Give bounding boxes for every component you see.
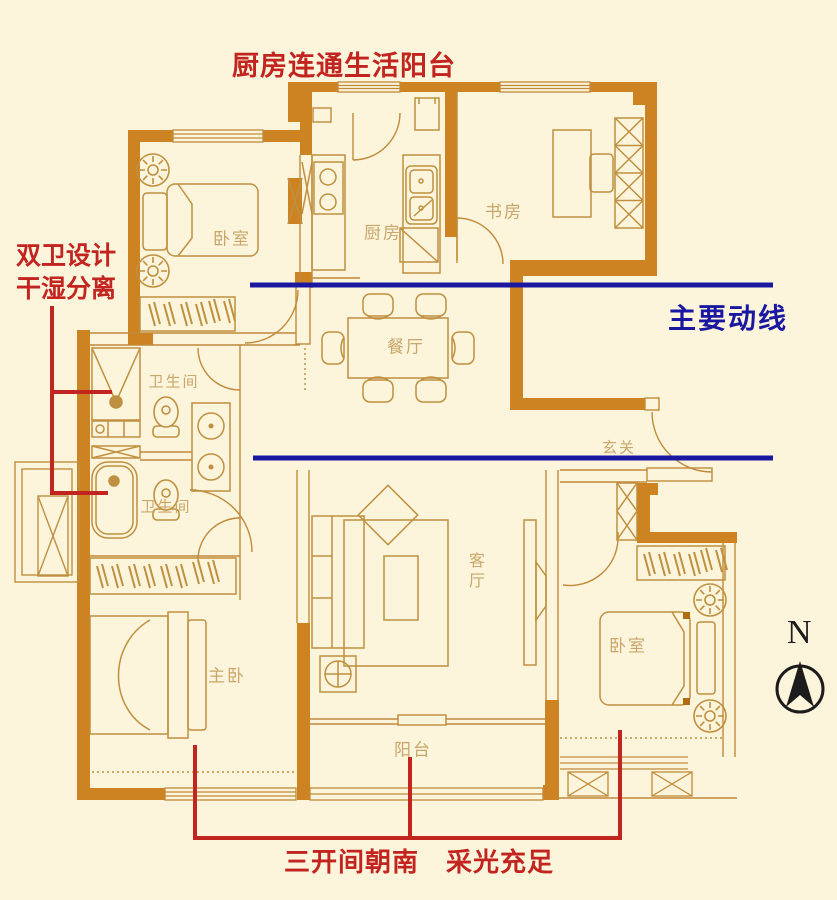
desk-chair (589, 153, 614, 193)
dual-bath-note: 双卫设计 干湿分离 (6, 240, 126, 306)
door-kitchen-balcony (312, 107, 401, 161)
wardrobe (636, 545, 728, 581)
dining-furniture (321, 293, 475, 403)
bed (599, 611, 716, 706)
room-label-bedroom-top-left: 卧室 (213, 229, 251, 249)
room-label-entry-hall: 玄关 (601, 439, 637, 457)
door-study (456, 217, 504, 265)
study-furniture (552, 117, 644, 229)
study-wardrobe (614, 117, 644, 229)
room-label-kitchen: 厨房 (364, 223, 402, 243)
red-annotation-lines (50, 306, 622, 840)
entry-x-column (616, 482, 638, 541)
kitchen-balcony-note: 厨房连通生活阳台 (232, 51, 456, 81)
desk (552, 129, 592, 218)
door-bathroom-upper (197, 347, 241, 391)
room-label-dining: 餐厅 (387, 337, 425, 357)
bathtub (91, 461, 138, 539)
kitchen-fixtures (287, 97, 441, 274)
washer-shelf (91, 420, 141, 438)
window-x-box-2 (651, 771, 693, 797)
elevator-shaft (14, 461, 80, 583)
dual-bath-note-line1: 双卫设计 (15, 243, 116, 270)
door-bathroom-lower (197, 517, 241, 561)
bedroom-top-left-furniture (136, 153, 259, 332)
room-label-bathroom-lower: 卫生间 (140, 498, 192, 516)
nightstand-lamp (693, 583, 727, 617)
kitchen-sink (402, 154, 441, 274)
doors (189, 107, 713, 587)
windows (164, 81, 693, 801)
master-bed (89, 611, 207, 739)
room-label-master-bedroom: 主卧 (208, 666, 246, 686)
coffee-table (383, 555, 419, 621)
window-x-box-1 (567, 771, 609, 797)
dining-chairs (321, 293, 475, 403)
south-facing-bracket (193, 730, 622, 840)
outer-walls (77, 82, 737, 800)
window-study (499, 81, 591, 93)
side-table-lamp (319, 655, 357, 693)
main-circulation-lines (250, 282, 773, 461)
main-circulation-label: 主要动线 (668, 304, 789, 335)
compass (775, 661, 825, 714)
shower (91, 347, 141, 421)
compass-arrow (786, 661, 814, 707)
door-bedroom-bottom-right (562, 532, 619, 587)
master-wardrobe (89, 557, 237, 595)
dual-bath-note-line2: 干湿分离 (15, 276, 116, 303)
floor-cushion (357, 484, 419, 546)
interior-walls (90, 92, 737, 799)
door-bedroom-top-left (244, 285, 311, 345)
room-label-balcony: 阳台 (394, 740, 432, 760)
duct (287, 177, 303, 225)
nightstand-lamp (136, 254, 170, 288)
balcony-sliding-door (309, 714, 545, 726)
wardrobe (139, 296, 236, 332)
tv-cabinet (523, 519, 547, 666)
window-bedroom-bottom-right (560, 756, 688, 770)
dining-table (347, 317, 449, 379)
room-label-bedroom-bottom-right: 卧室 (609, 636, 647, 656)
toilet-upper (152, 396, 180, 438)
window-bedroom-top-left (172, 129, 264, 143)
room-label-living-room: 客厅 (468, 553, 485, 590)
nightstand-lamp (136, 153, 170, 187)
nightstand-lamp (693, 699, 727, 733)
sofa (311, 515, 365, 649)
living-room-furniture (311, 484, 547, 693)
bedroom-bottom-right-furniture (560, 482, 728, 739)
master-bedroom-furniture (89, 557, 296, 773)
cabinet (399, 227, 439, 263)
south-facing-note: 三开间朝南 采光充足 (284, 848, 555, 877)
bed (142, 183, 259, 257)
dual-bath-pointer (50, 306, 112, 495)
window-balcony (309, 787, 544, 801)
door-entry (644, 397, 713, 482)
rug (343, 519, 449, 667)
room-label-bathroom-upper: 卫生间 (148, 373, 200, 391)
vanity-sinks (191, 402, 231, 492)
fridge (414, 97, 440, 131)
window-kitchen-balcony (337, 81, 401, 93)
compass-north-label: N (787, 614, 812, 651)
room-label-study: 书房 (485, 202, 523, 222)
stove (301, 154, 346, 271)
divider-shelf (91, 445, 141, 459)
bathroom-fixtures (91, 347, 231, 539)
window-master-bedroom (164, 787, 297, 801)
door-master-bedroom (189, 489, 253, 553)
